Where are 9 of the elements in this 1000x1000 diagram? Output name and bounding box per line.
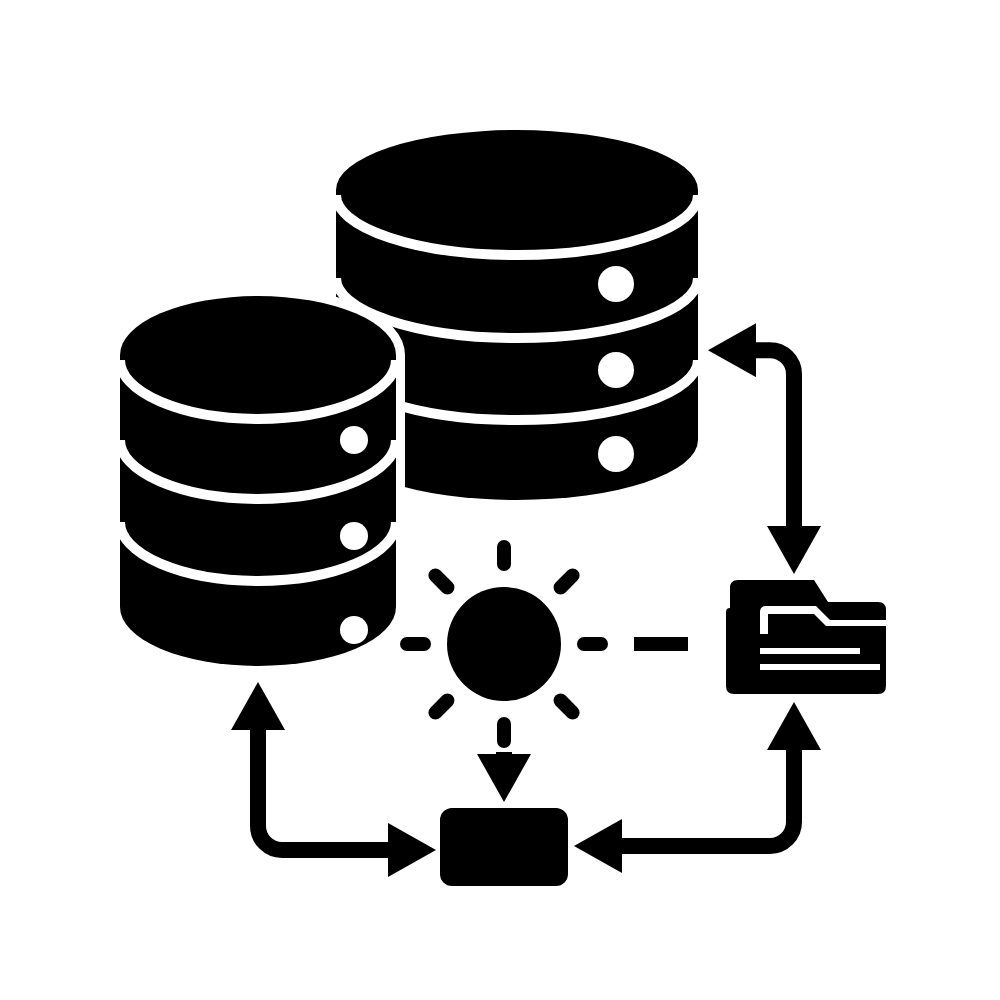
database-icon [336,130,698,500]
double-arrow [708,323,821,574]
arrow [477,752,531,802]
double-arrow [574,702,821,873]
database-icon [120,296,396,666]
process-box [440,808,568,886]
folder-icon [726,580,886,694]
sun-icon [398,538,610,750]
double-arrow [231,682,436,877]
